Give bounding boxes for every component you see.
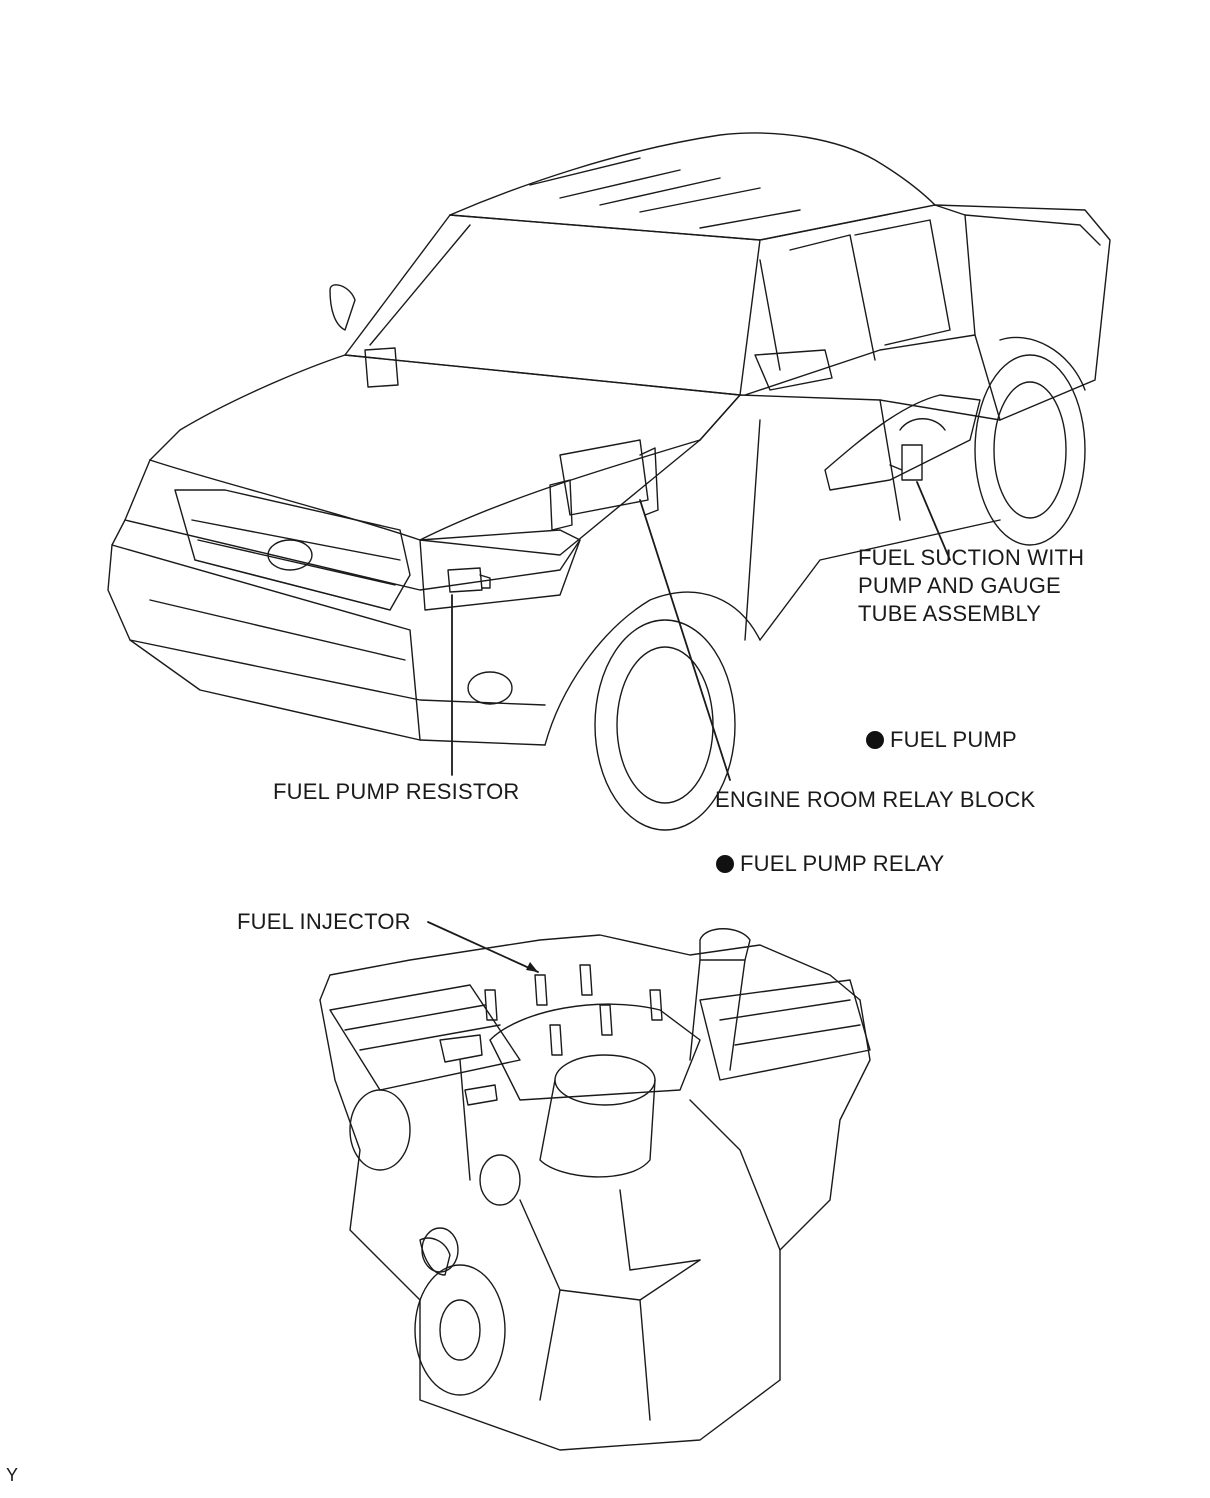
fuel-pump-text: FUEL PUMP (890, 727, 1017, 752)
fuel-suction-label-line-3: TUBE ASSEMBLY (858, 601, 1042, 626)
fuel-suction-label: FUEL SUCTION WITH PUMP AND GAUGE TUBE AS… (858, 544, 1084, 628)
injector-arrow-head (526, 962, 538, 972)
fuel-suction-label-line-2: PUMP AND GAUGE (858, 573, 1061, 598)
leader-lines (427, 481, 951, 973)
bullet-icon (866, 731, 884, 749)
fuel-injector-label: FUEL INJECTOR (237, 909, 411, 934)
v6-engine-drawing (319, 928, 871, 1451)
fuel-suction-label-line-1: FUEL SUCTION WITH (858, 545, 1085, 570)
fuel-pump-relay-label: FUEL PUMP RELAY (716, 850, 944, 878)
fuel-pump-resistor-label: FUEL PUMP RESISTOR (273, 779, 520, 804)
engine-room-relay-block-label: ENGINE ROOM RELAY BLOCK (715, 787, 1036, 812)
fuel-pump-relay-text: FUEL PUMP RELAY (740, 851, 945, 876)
bullet-icon (716, 855, 734, 873)
fuel-pump-label: FUEL PUMP (866, 726, 1017, 754)
figure-code: Y (6, 1465, 19, 1485)
fuel-injectors (484, 964, 663, 1056)
